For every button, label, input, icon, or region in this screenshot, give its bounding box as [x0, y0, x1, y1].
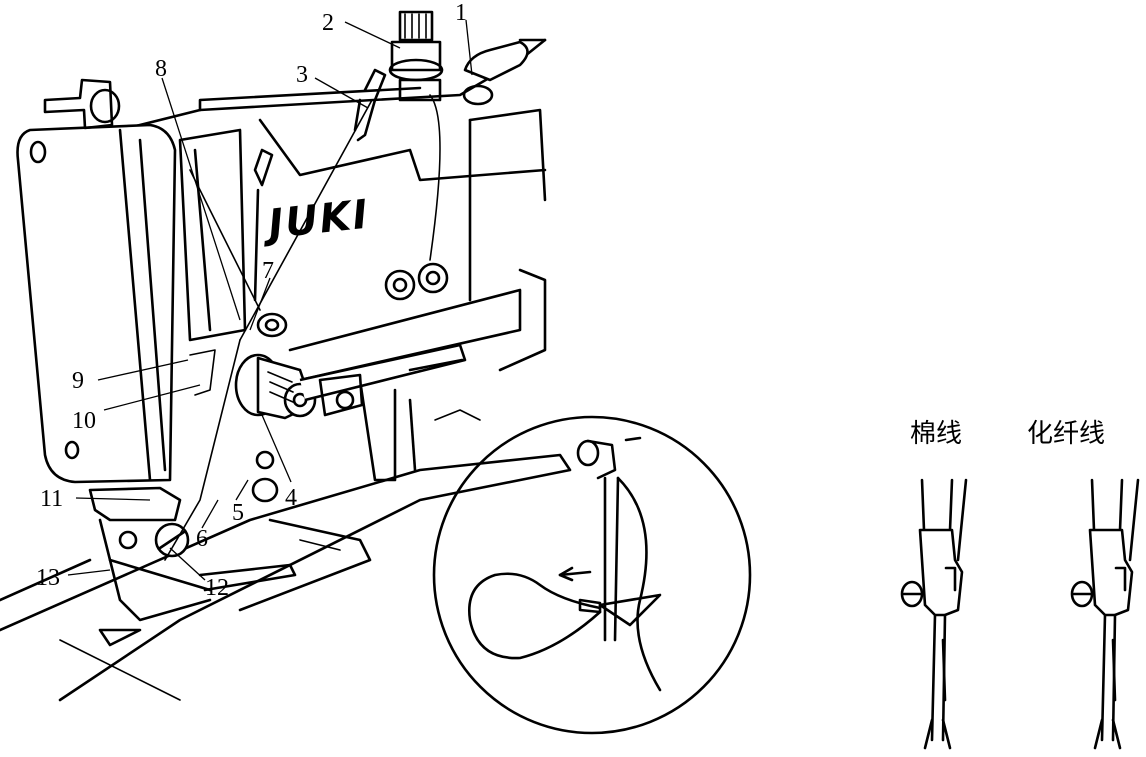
callout-3: 3 — [296, 62, 308, 88]
needle-cotton — [900, 478, 968, 750]
callout-6: 6 — [196, 526, 208, 552]
label-cotton-thread: 棉线 — [910, 419, 962, 449]
callout-leaders — [67, 19, 473, 581]
label-synthetic-thread: 化纤线 — [1027, 419, 1105, 449]
callout-7: 7 — [262, 258, 274, 284]
callout-12: 12 — [205, 575, 229, 601]
callout-10: 10 — [72, 408, 96, 434]
callout-8: 8 — [155, 56, 167, 82]
callout-11: 11 — [40, 486, 63, 512]
machine-drawing — [0, 10, 572, 702]
callout-labels: 1 2 3 4 5 6 7 8 9 10 11 12 13 — [36, 0, 467, 601]
callout-2: 2 — [322, 10, 334, 36]
callout-1: 1 — [455, 0, 467, 26]
callout-4: 4 — [285, 485, 297, 511]
needle-synthetic — [1070, 478, 1140, 750]
callout-5: 5 — [232, 500, 244, 526]
callout-9: 9 — [72, 368, 84, 394]
brand-logo: JUKI — [259, 192, 371, 249]
callout-13: 13 — [36, 565, 60, 591]
needle-threading-detail — [432, 415, 752, 735]
